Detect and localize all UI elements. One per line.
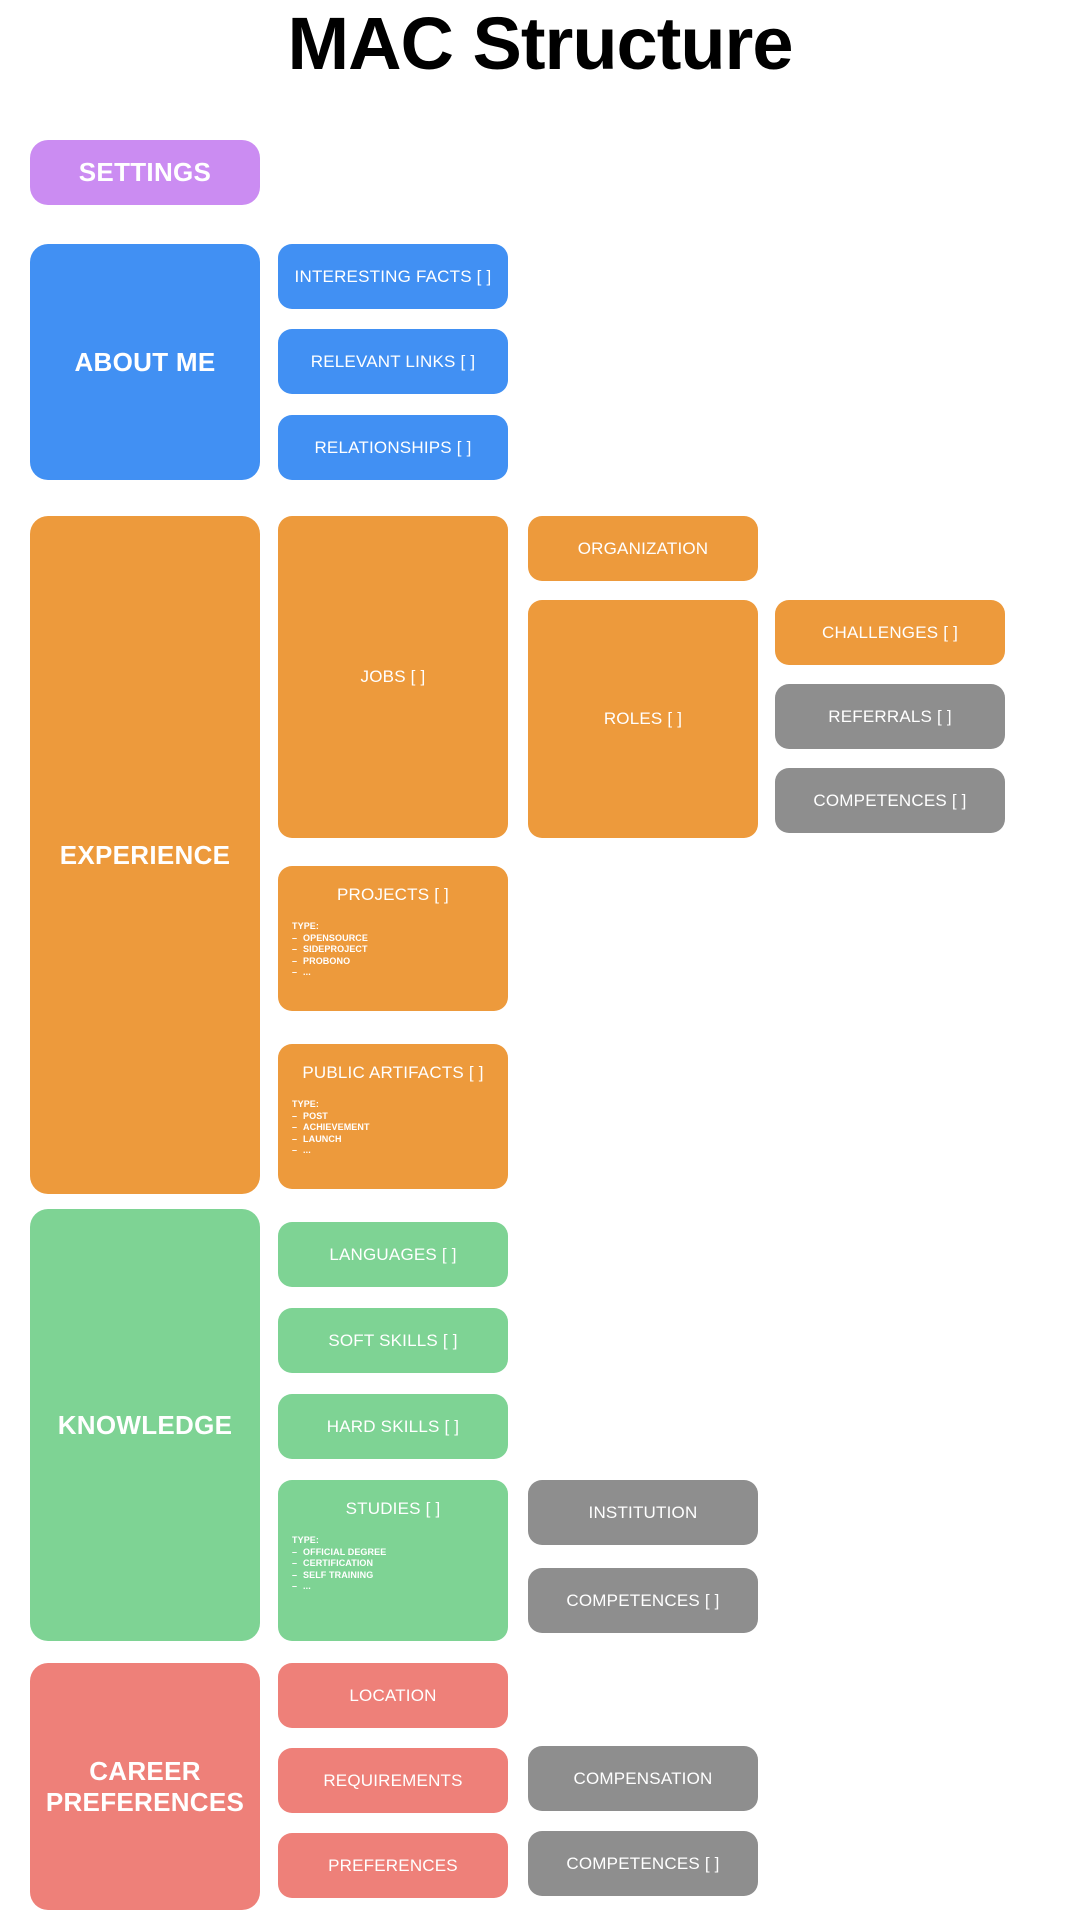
card-institution-label: INSTITUTION <box>588 1502 698 1522</box>
type-item-label: ... <box>303 967 311 978</box>
card-knowledge-competences-label: COMPETENCES [ ] <box>566 1590 720 1610</box>
type-item-label: ... <box>303 1145 311 1156</box>
card-relationships-label: RELATIONSHIPS [ ] <box>314 437 472 457</box>
card-challenges[interactable]: CHALLENGES [ ] <box>775 600 1005 665</box>
section-experience-label: EXPERIENCE <box>59 839 231 870</box>
type-item-label: ACHIEVEMENT <box>303 1122 370 1133</box>
card-location-label: LOCATION <box>349 1685 437 1705</box>
card-compensation[interactable]: COMPENSATION <box>528 1746 758 1811</box>
type-item: –SIDEPROJECT <box>292 944 368 955</box>
card-relevant-links-label: RELEVANT LINKS [ ] <box>310 351 476 371</box>
type-label: TYPE: <box>292 1535 320 1546</box>
type-item: –CERTIFICATION <box>292 1558 374 1569</box>
card-soft-skills-label: SOFT SKILLS [ ] <box>328 1330 458 1350</box>
card-jobs-label: JOBS [ ] <box>360 667 426 687</box>
card-compensation-label: COMPENSATION <box>573 1768 713 1788</box>
type-item: –ACHIEVEMENT <box>292 1122 370 1133</box>
card-projects-label: PROJECTS [ ] <box>337 885 449 904</box>
type-item-label: CERTIFICATION <box>303 1558 374 1569</box>
section-about-me[interactable]: ABOUT ME <box>30 244 260 480</box>
card-experience-competences[interactable]: COMPETENCES [ ] <box>775 768 1005 833</box>
card-preferences[interactable]: PREFERENCES <box>278 1833 508 1898</box>
card-projects-type-list: TYPE: –OPENSOURCE –SIDEPROJECT –PROBONO … <box>278 921 508 979</box>
section-career-preferences-label-line1: CAREER <box>89 1755 201 1786</box>
card-studies-type-list: TYPE: –OFFICIAL DEGREE –CERTIFICATION –S… <box>278 1535 508 1593</box>
card-interesting-facts[interactable]: INTERESTING FACTS [ ] <box>278 244 508 309</box>
card-location[interactable]: LOCATION <box>278 1663 508 1728</box>
card-languages-label: LANGUAGES [ ] <box>329 1244 457 1264</box>
card-organization-label: ORGANIZATION <box>577 538 709 558</box>
card-requirements-label: REQUIREMENTS <box>323 1770 463 1790</box>
card-challenges-label: CHALLENGES [ ] <box>821 622 958 642</box>
card-public-artifacts-label: PUBLIC ARTIFACTS [ ] <box>302 1063 484 1082</box>
card-interesting-facts-label: INTERESTING FACTS [ ] <box>294 266 492 286</box>
card-projects[interactable]: PROJECTS [ ] TYPE: –OPENSOURCE –SIDEPROJ… <box>278 866 508 1011</box>
type-item-label: SIDEPROJECT <box>303 944 368 955</box>
card-languages[interactable]: LANGUAGES [ ] <box>278 1222 508 1287</box>
card-preferences-label: PREFERENCES <box>328 1855 458 1875</box>
card-relevant-links[interactable]: RELEVANT LINKS [ ] <box>278 329 508 394</box>
card-institution[interactable]: INSTITUTION <box>528 1480 758 1545</box>
card-public-artifacts-type-list: TYPE: –POST –ACHIEVEMENT –LAUNCH –... <box>278 1099 508 1157</box>
type-item: –... <box>292 1145 311 1156</box>
type-item: –... <box>292 1581 311 1592</box>
card-soft-skills[interactable]: SOFT SKILLS [ ] <box>278 1308 508 1373</box>
section-career-preferences-label-line2: PREFERENCES <box>45 1786 245 1817</box>
type-label: TYPE: <box>292 921 320 932</box>
card-roles[interactable]: ROLES [ ] <box>528 600 758 838</box>
card-career-competences[interactable]: COMPETENCES [ ] <box>528 1831 758 1896</box>
page-title: MAC Structure <box>287 2 793 85</box>
type-item-label: POST <box>303 1110 328 1121</box>
section-settings-label: SETTINGS <box>78 157 212 188</box>
card-public-artifacts[interactable]: PUBLIC ARTIFACTS [ ] TYPE: –POST –ACHIEV… <box>278 1044 508 1189</box>
card-jobs[interactable]: JOBS [ ] <box>278 516 508 838</box>
type-item-label: LAUNCH <box>303 1133 342 1144</box>
card-hard-skills-label: HARD SKILLS [ ] <box>326 1416 460 1436</box>
type-item-label: OFFICIAL DEGREE <box>303 1546 387 1557</box>
section-knowledge[interactable]: KNOWLEDGE <box>30 1209 260 1641</box>
card-studies-label: STUDIES [ ] <box>345 1499 441 1518</box>
card-requirements[interactable]: REQUIREMENTS <box>278 1748 508 1813</box>
type-item: –... <box>292 967 311 978</box>
card-studies[interactable]: STUDIES [ ] TYPE: –OFFICIAL DEGREE –CERT… <box>278 1480 508 1641</box>
card-knowledge-competences[interactable]: COMPETENCES [ ] <box>528 1568 758 1633</box>
type-item-label: ... <box>303 1581 311 1592</box>
section-experience[interactable]: EXPERIENCE <box>30 516 260 1194</box>
type-item-label: PROBONO <box>303 955 351 966</box>
type-item: –LAUNCH <box>292 1133 342 1144</box>
card-referrals-label: REFERRALS [ ] <box>828 706 952 726</box>
card-relationships[interactable]: RELATIONSHIPS [ ] <box>278 415 508 480</box>
card-career-competences-label: COMPETENCES [ ] <box>566 1853 720 1873</box>
card-organization[interactable]: ORGANIZATION <box>528 516 758 581</box>
type-item-label: OPENSOURCE <box>303 932 369 943</box>
type-item: –OPENSOURCE <box>292 932 369 943</box>
type-item-label: SELF TRAINING <box>303 1569 374 1580</box>
type-item: –POST <box>292 1110 328 1121</box>
card-referrals[interactable]: REFERRALS [ ] <box>775 684 1005 749</box>
card-hard-skills[interactable]: HARD SKILLS [ ] <box>278 1394 508 1459</box>
card-experience-competences-label: COMPETENCES [ ] <box>813 790 967 810</box>
section-career-preferences[interactable]: CAREER PREFERENCES <box>30 1663 260 1910</box>
type-label: TYPE: <box>292 1099 320 1110</box>
type-item: –PROBONO <box>292 955 351 966</box>
card-roles-label: ROLES [ ] <box>603 709 683 729</box>
section-about-me-label: ABOUT ME <box>74 346 216 377</box>
section-knowledge-label: KNOWLEDGE <box>57 1409 233 1440</box>
type-item: –SELF TRAINING <box>292 1569 374 1580</box>
section-settings[interactable]: SETTINGS <box>30 140 260 205</box>
type-item: –OFFICIAL DEGREE <box>292 1546 387 1557</box>
